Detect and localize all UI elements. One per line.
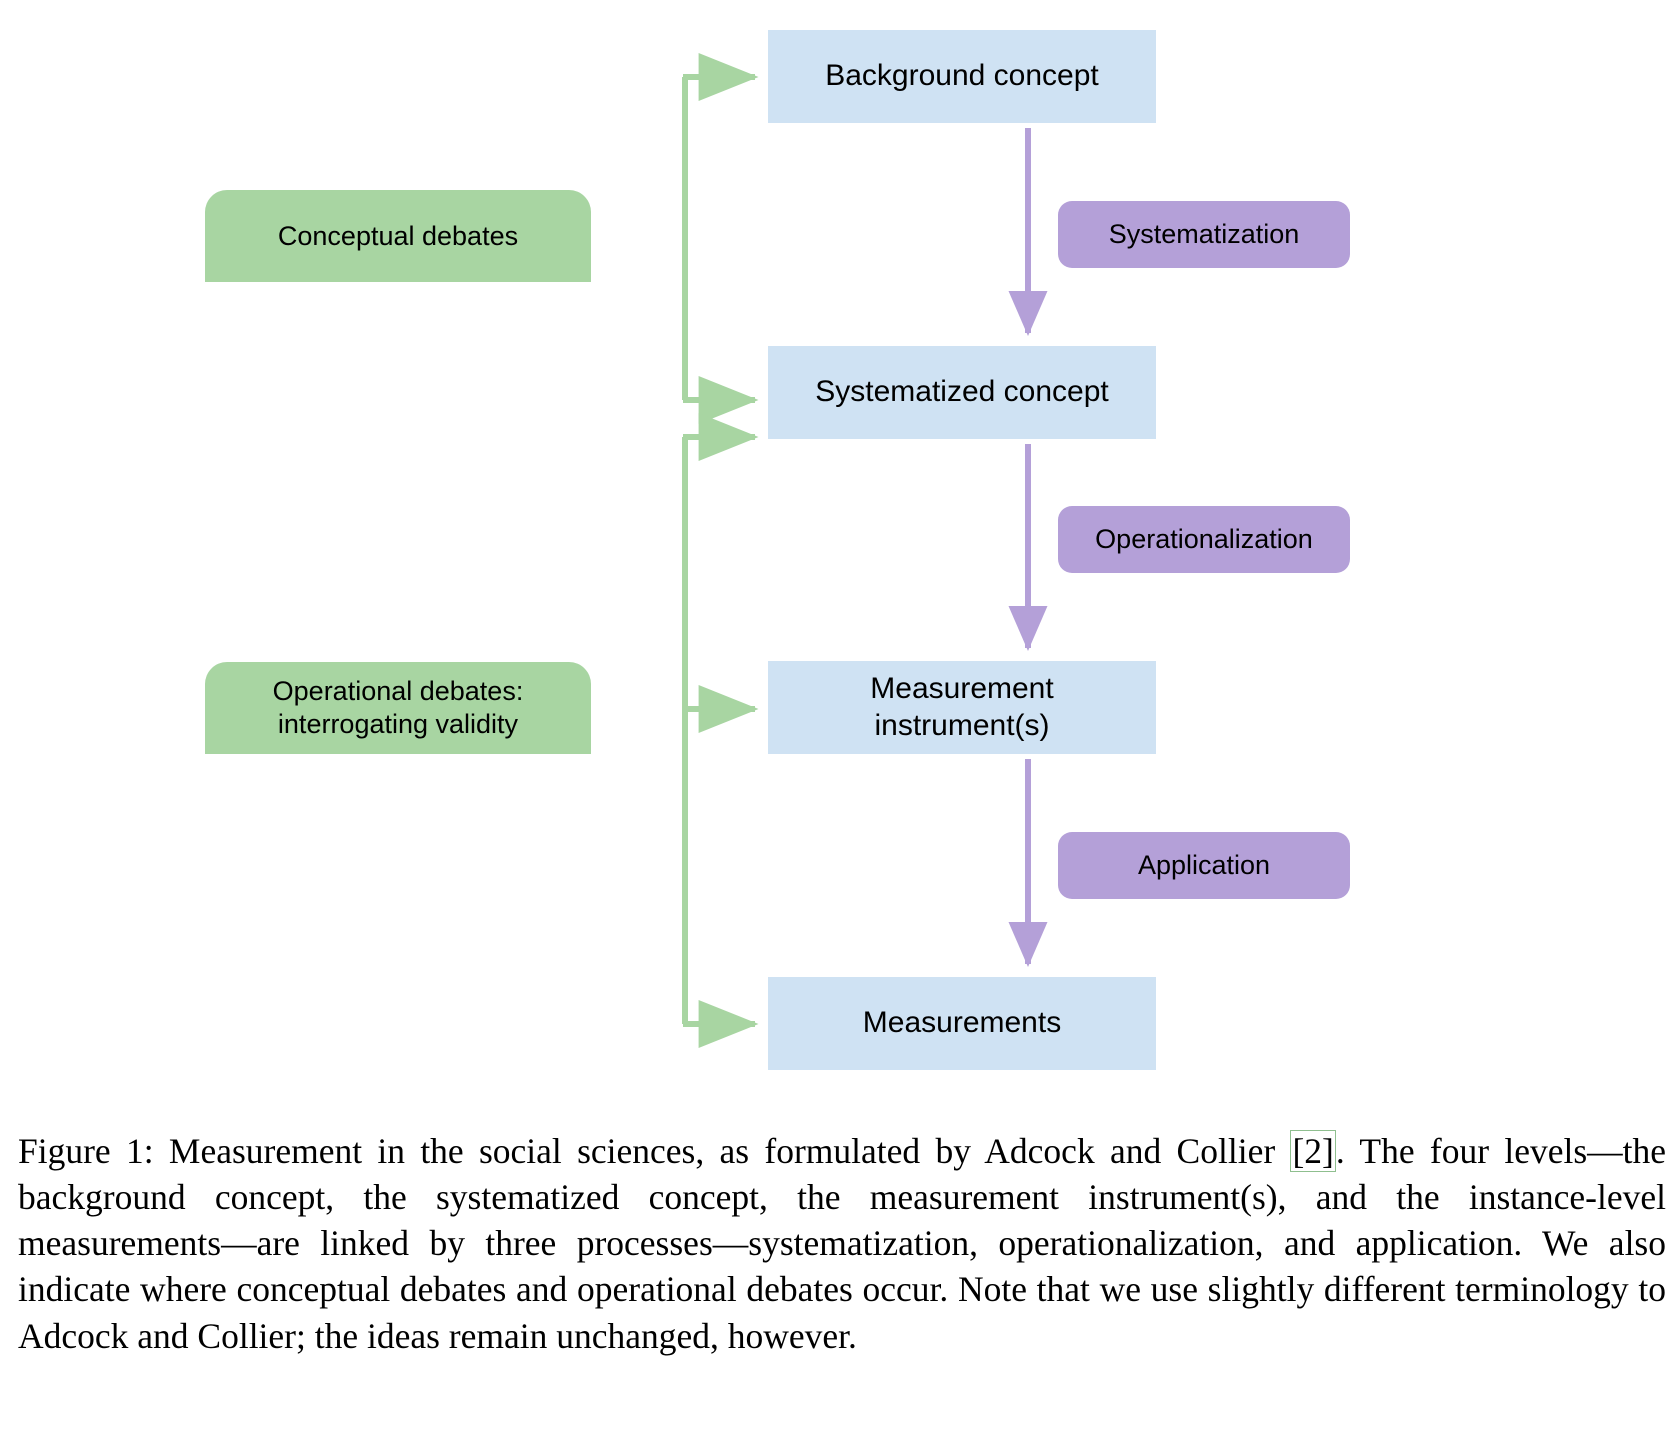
figure-diagram: Background concept Systematized concept … (205, 30, 1350, 1070)
level-box-background-concept[interactable]: Background concept (768, 30, 1156, 123)
caption-suffix: . The four levels—the background concept… (18, 1131, 1667, 1356)
caption-prefix: Figure 1: Measurement in the social scie… (18, 1131, 1291, 1171)
process-box-application[interactable]: Application (1058, 832, 1350, 899)
process-box-systematization[interactable]: Systematization (1058, 201, 1350, 268)
level-box-systematized-concept[interactable]: Systematized concept (768, 346, 1156, 439)
debate-box-operational-debates[interactable]: Operational debates: interrogating valid… (205, 662, 591, 754)
process-box-operationalization[interactable]: Operationalization (1058, 506, 1350, 573)
debate-box-conceptual-debates[interactable]: Conceptual debates (205, 190, 591, 282)
level-box-measurements[interactable]: Measurements (768, 977, 1156, 1070)
level-box-measurement-instrument[interactable]: Measurement instrument(s) (768, 661, 1156, 754)
citation-link-2[interactable]: [2] (1290, 1130, 1336, 1172)
diagram-connectors (682, 53, 1048, 1048)
figure-caption: Figure 1: Measurement in the social scie… (18, 1128, 1666, 1359)
